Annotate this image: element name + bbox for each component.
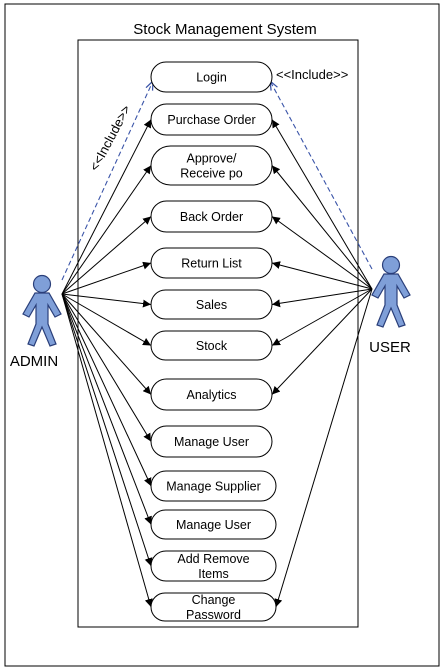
use-case-shape <box>150 200 273 233</box>
user-label: USER <box>369 339 411 356</box>
use-case-shape <box>150 289 273 320</box>
admin-association <box>61 293 153 567</box>
admin-include-line <box>61 81 153 281</box>
use-case-label: Receive po <box>180 167 243 181</box>
user-association <box>274 288 373 608</box>
user-association <box>271 119 373 290</box>
use-case-label: Approve/ <box>186 152 237 166</box>
admin-actor: ADMIN <box>10 274 62 370</box>
use-case-label: Analytics <box>186 388 236 402</box>
admin-association <box>61 261 152 295</box>
admin-label: ADMIN <box>10 353 58 370</box>
use-case-shape <box>150 470 277 502</box>
admin-association <box>61 293 152 308</box>
use-case-shape <box>150 425 273 458</box>
use-case-label: Return List <box>181 257 242 271</box>
user-association <box>271 165 373 290</box>
use-case-label: Back Order <box>180 210 243 224</box>
admin-association <box>61 216 152 295</box>
use-case-label: Manage Supplier <box>166 480 261 494</box>
use-case-shape <box>150 378 273 411</box>
admin-association <box>61 293 153 608</box>
use-case-return-list: Return List <box>150 247 273 279</box>
admin-association <box>61 293 152 525</box>
user-association <box>271 216 373 290</box>
use-case-label: Manage User <box>176 518 251 532</box>
admin-association <box>61 293 152 487</box>
use-case-shape <box>150 103 273 136</box>
use-case-analytics: Analytics <box>150 378 273 411</box>
use-case-login: Login <box>150 61 273 93</box>
admin-association <box>61 293 152 346</box>
use-case-shape <box>150 145 273 186</box>
user-actor: USER <box>369 255 411 356</box>
use-case-label: Login <box>196 71 227 85</box>
use-case-shape <box>150 61 273 93</box>
use-case-shape <box>150 247 273 279</box>
use-case-manage-user-1: Manage User <box>150 425 273 458</box>
user-association <box>271 261 373 290</box>
use-case-approve-receive-po: Approve/Receive po <box>150 145 273 186</box>
admin-association <box>61 293 152 442</box>
use-case-shape <box>150 592 277 622</box>
use-case-shape <box>150 550 277 582</box>
user-association <box>271 288 373 308</box>
use-case-back-order: Back Order <box>150 200 273 233</box>
admin-association <box>61 119 152 295</box>
use-case-label: Change <box>192 593 236 607</box>
user-association <box>271 288 373 395</box>
admin-association <box>61 293 152 395</box>
use-case-label: Password <box>186 608 241 622</box>
system-boundary <box>77 39 359 628</box>
user-body <box>371 273 411 328</box>
use-case-label: Manage User <box>174 435 249 449</box>
use-case-manage-user-2: Manage User <box>150 509 277 540</box>
use-case-stock: Stock <box>150 330 273 361</box>
user-association <box>271 288 373 346</box>
use-case-label: Items <box>198 567 229 581</box>
use-case-manage-supplier: Manage Supplier <box>150 470 277 502</box>
admin-association <box>61 165 152 295</box>
use-case-label: Sales <box>196 298 227 312</box>
system-title: Stock Management System <box>133 21 316 38</box>
admin-head <box>32 274 52 294</box>
use-case-shape <box>150 330 273 361</box>
user-include-line <box>270 81 373 270</box>
user-head <box>381 255 401 275</box>
admin-body <box>22 292 62 347</box>
include-label-user: <<Include>> <box>276 67 348 82</box>
use-case-shape <box>150 509 277 540</box>
use-case-purchase-order: Purchase Order <box>150 103 273 136</box>
use-case-label: Add Remove <box>177 552 249 566</box>
use-case-label: Stock <box>196 339 228 353</box>
use-case-sales: Sales <box>150 289 273 320</box>
use-case-label: Purchase Order <box>167 113 255 127</box>
associations <box>61 81 373 608</box>
